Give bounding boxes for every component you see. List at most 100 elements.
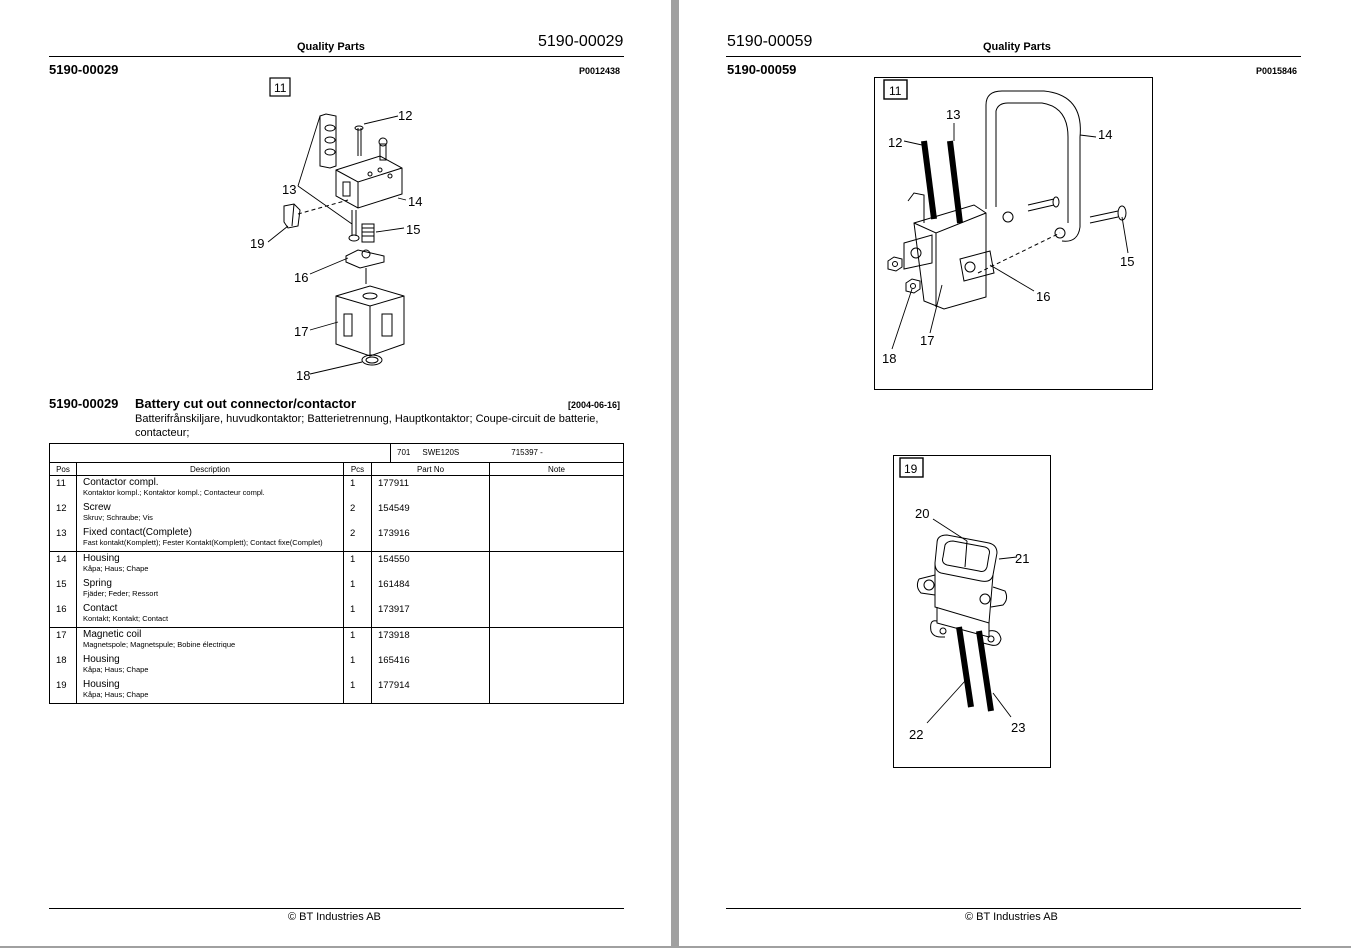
figure2-box-label-frame [899,457,924,478]
cell-pos: 17 [50,628,77,653]
left-header-rule [49,56,624,57]
cell-description: Fixed contact(Complete)Fast kontakt(Komp… [77,526,344,551]
model-serial: 715397 - [511,448,543,457]
left-footer: © BT Industries AB [288,911,381,923]
figure1-box-label: 11 [889,84,902,98]
section-number: 5190-00029 [49,396,119,411]
contactor-drawing [283,113,405,366]
callout-12: 12 [398,108,412,123]
connector-drawing [916,534,1008,646]
cell-pos: 14 [50,552,77,577]
callout-16: 16 [294,270,308,285]
left-footer-rule [49,908,624,909]
connector-diagram: 19 20 21 22 23 [893,455,1051,768]
cable-23 [976,630,994,712]
callout-12: 12 [888,135,902,150]
right-footer-rule [726,908,1301,909]
callout-17: 17 [920,333,934,348]
callout-numbers: 20 21 22 23 [909,506,1029,742]
model-row: 701 SWE120S 715397 - [50,444,623,463]
cell-part-no: 173916 [372,526,490,551]
right-header-number: 5190-00059 [727,33,813,50]
table-header-row: Pos Description Pcs Part No Note [50,463,623,476]
col-pcs-header: Pcs [344,463,372,475]
cell-desc-translation: Kåpa; Haus; Chape [83,564,149,573]
cell-desc-main: Contact [83,603,118,614]
right-header-rule [726,56,1301,57]
right-page: 5190-00059 Quality Parts 5190-00059 P001… [679,0,1351,946]
cell-pos: 18 [50,653,77,678]
figure2-box-label: 19 [904,462,918,476]
cell-pcs: 2 [344,526,372,551]
callout-14: 14 [1098,127,1112,142]
callout-22: 22 [909,727,923,742]
cell-desc-translation: Fast kontakt(Komplett); Fester Kontakt(K… [83,538,323,547]
cell-note [490,577,623,602]
cell-pcs: 1 [344,602,372,627]
callout-18: 18 [882,351,896,366]
cell-pcs: 1 [344,552,372,577]
callout-16: 16 [1036,289,1050,304]
left-sub-number: 5190-00029 [49,62,119,77]
cell-part-no: 173918 [372,628,490,653]
cell-pcs: 1 [344,476,372,501]
col-desc-header: Description [77,463,344,475]
cell-note [490,526,623,551]
cell-pcs: 1 [344,678,372,703]
cell-desc-translation: Kontakt; Kontakt; Contact [83,614,169,623]
left-header-title: Quality Parts [297,41,365,53]
cell-note [490,653,623,678]
cell-desc-translation: Kåpa; Haus; Chape [83,690,149,699]
parts-table: 701 SWE120S 715397 - Pos Description Pcs… [49,443,624,704]
cell-desc-translation: Magnetspole; Magnetspule; Bobine électri… [83,640,236,649]
model-code: 701 [397,448,411,457]
callout-numbers: 12 13 14 15 16 17 18 [882,107,1134,366]
handle-assembly-diagram: 11 [874,77,1153,390]
figure1-box-label-frame [883,79,908,100]
handle-drawing [887,90,1127,310]
cell-pcs: 1 [344,653,372,678]
callout-18: 18 [296,368,310,383]
cell-desc-main: Contactor compl. [83,477,159,488]
cable-12 [921,140,937,220]
cell-desc-main: Magnetic coil [83,629,142,640]
cell-description: Contactor compl.Kontaktor kompl.; Kontak… [77,476,344,501]
figure-box-label: 11 [274,81,287,95]
right-sub-number: 5190-00059 [727,62,797,77]
cell-note [490,678,623,703]
cell-part-no: 177914 [372,678,490,703]
cell-pcs: 2 [344,501,372,526]
figure1-frame [874,77,1153,390]
contactor-exploded-diagram: 11 [250,77,422,383]
callout-19: 19 [250,236,264,251]
section-translation: Batterifrånskiljare, huvudkontaktor; Bat… [135,412,598,440]
callout-numbers: 12 13 14 15 16 17 18 19 [250,108,422,383]
cell-desc-main: Spring [83,578,112,589]
cell-part-no: 177911 [372,476,490,501]
cell-pos: 12 [50,501,77,526]
callout-20: 20 [915,506,929,521]
cell-pcs: 1 [344,628,372,653]
cell-pos: 16 [50,602,77,627]
section-title: Battery cut out connector/contactor [135,396,357,411]
cell-desc-main: Housing [83,654,120,665]
cell-pos: 13 [50,526,77,551]
cell-note [490,602,623,627]
cell-desc-main: Fixed contact(Complete) [83,527,192,538]
callout-17: 17 [294,324,308,339]
section-date: [2004-06-16] [568,400,621,410]
callout-15: 15 [406,222,420,237]
